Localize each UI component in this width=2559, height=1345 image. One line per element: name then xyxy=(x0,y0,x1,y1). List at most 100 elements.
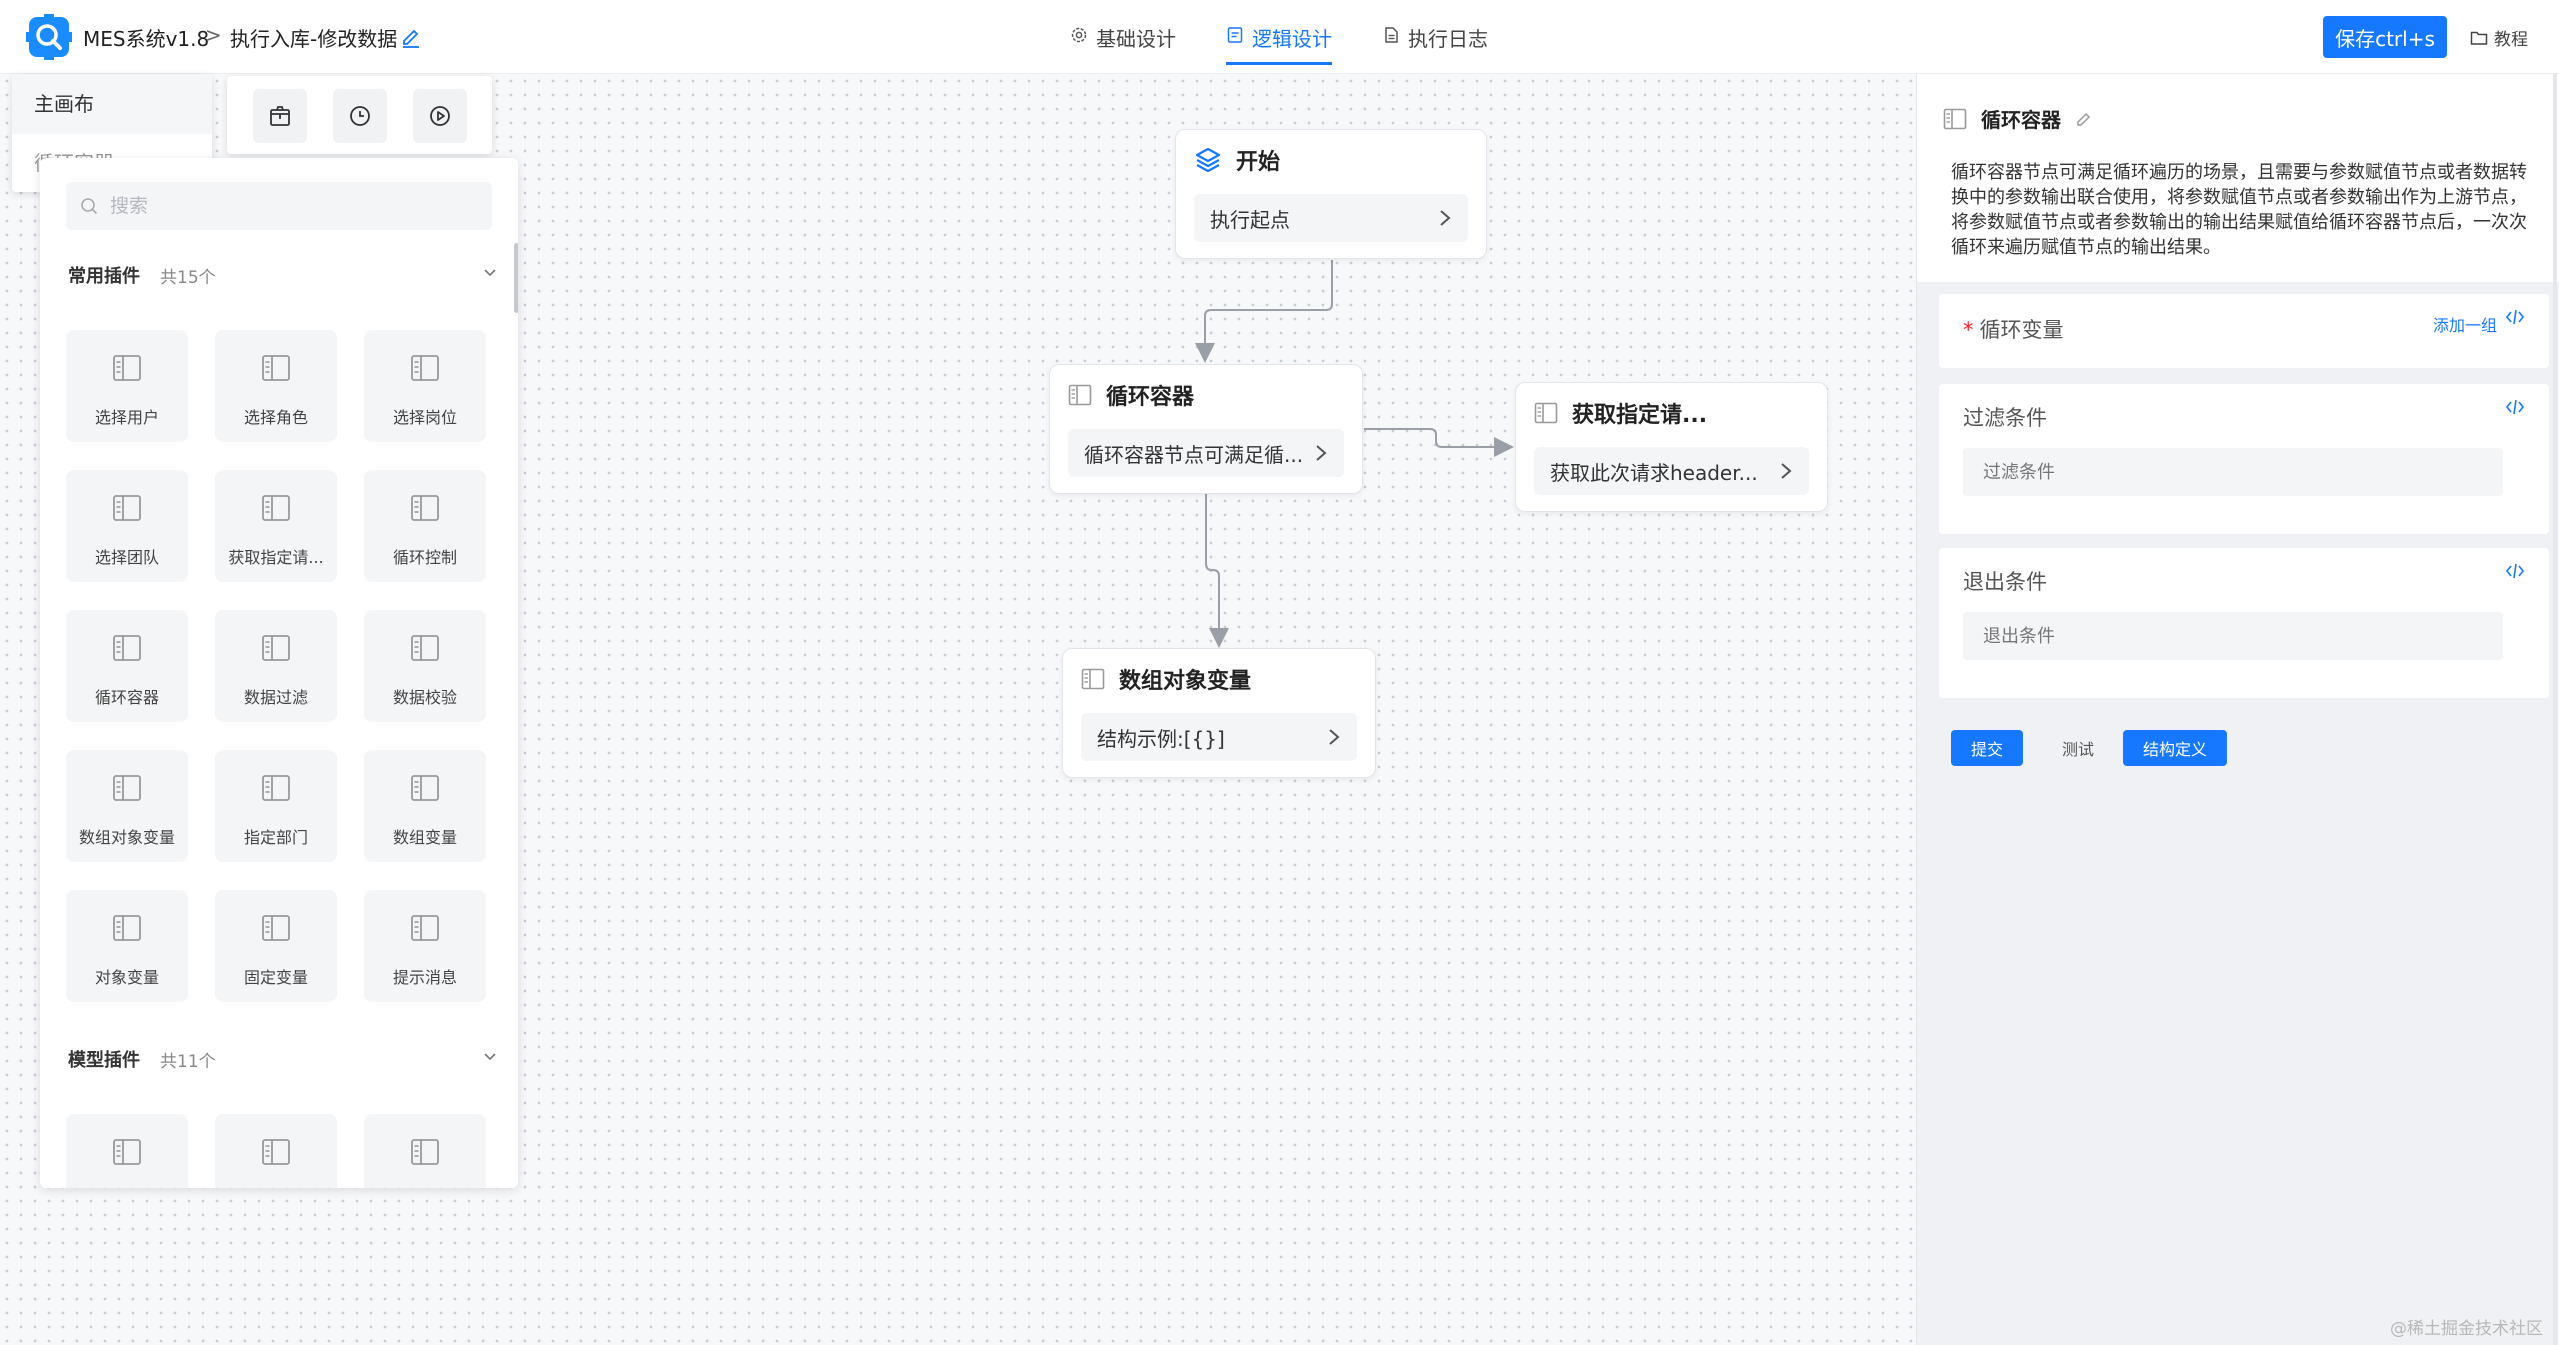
plugin-label: 选择用户 xyxy=(94,408,159,427)
tutorial-link[interactable]: 教程 xyxy=(2470,25,2528,50)
edit-icon[interactable] xyxy=(2075,110,2093,128)
code-icon[interactable] xyxy=(2505,398,2525,416)
panel-icon xyxy=(411,915,439,941)
tab-label: 逻辑设计 xyxy=(1252,27,1332,51)
plugin-card[interactable]: 数据过滤 xyxy=(215,610,337,722)
node-title: 循环容器 xyxy=(1106,385,1195,410)
tab-execution-log[interactable]: 执行日志 xyxy=(1382,23,1488,63)
panel-icon xyxy=(262,635,290,661)
filter-label: 过滤条件 xyxy=(1963,406,2047,430)
plugin-card[interactable]: 数据校验 xyxy=(364,610,486,722)
panel-icon xyxy=(411,355,439,381)
panel-icon xyxy=(411,1139,439,1165)
node-detail[interactable]: 结构示例:[{}] xyxy=(1081,713,1357,761)
plugin-card[interactable] xyxy=(66,1114,188,1188)
node-description: 循环容器节点可满足循环遍历的场景，且需要与参数赋值节点或者数据转换中的参数输出联… xyxy=(1951,162,2527,258)
submit-button[interactable]: 提交 xyxy=(1951,730,2023,766)
edit-title-icon[interactable] xyxy=(400,26,422,48)
clock-icon xyxy=(350,106,370,126)
plugin-card[interactable]: 循环容器 xyxy=(66,610,188,722)
panel-icon xyxy=(262,355,290,381)
panel-icon xyxy=(1068,384,1092,406)
plugin-card[interactable]: 选择用户 xyxy=(66,330,188,442)
chevron-right-icon xyxy=(1440,210,1451,226)
plugin-card[interactable]: 获取指定请... xyxy=(215,470,337,582)
tutorial-label: 教程 xyxy=(2494,30,2528,50)
run-button[interactable] xyxy=(413,89,467,143)
properties-title: 循环容器 xyxy=(1981,108,2061,132)
history-button[interactable] xyxy=(333,89,387,143)
section-header-common[interactable]: 常用插件 共15个 xyxy=(68,262,498,288)
node-body-text: 结构示例:[{}] xyxy=(1097,726,1225,751)
exit-section: 退出条件 xyxy=(1939,548,2549,698)
plugin-label: 选择团队 xyxy=(94,548,159,567)
filter-section: 过滤条件 xyxy=(1939,384,2549,534)
node-fetch-request[interactable]: 获取指定请... 获取此次请求header... xyxy=(1515,382,1828,512)
package-button[interactable] xyxy=(253,89,307,143)
node-body-text: 获取此次请求header... xyxy=(1550,460,1758,485)
tab-label: 执行日志 xyxy=(1408,27,1488,51)
node-array-object-variable[interactable]: 数组对象变量 结构示例:[{}] xyxy=(1062,648,1376,778)
plugin-card[interactable] xyxy=(364,1114,486,1188)
node-loop-container[interactable]: 循环容器 循环容器节点可满足循... xyxy=(1049,364,1363,494)
panel-icon xyxy=(262,915,290,941)
canvas-item-main[interactable]: 主画布 xyxy=(12,74,212,134)
plugin-card[interactable]: 对象变量 xyxy=(66,890,188,1002)
chevron-right-icon xyxy=(1781,463,1792,479)
loop-variable-label: *循环变量 xyxy=(1963,318,2064,342)
plugin-label: 循环控制 xyxy=(392,548,457,567)
panel-icon xyxy=(113,915,141,941)
plugin-search[interactable] xyxy=(66,182,492,230)
watermark: @稀土掘金技术社区 xyxy=(2390,1319,2543,1339)
save-button[interactable]: 保存ctrl+s xyxy=(2323,16,2447,58)
flow-edges xyxy=(1195,260,1514,648)
search-input[interactable] xyxy=(108,194,472,218)
panel-icon xyxy=(113,635,141,661)
section-header-model[interactable]: 模型插件 共11个 xyxy=(68,1046,498,1072)
plugin-label: 指定部门 xyxy=(243,828,308,847)
filter-input[interactable] xyxy=(1963,448,2503,496)
tab-logic-design[interactable]: 逻辑设计 xyxy=(1226,23,1332,65)
schema-definition-button[interactable]: 结构定义 xyxy=(2123,730,2227,766)
panel-icon xyxy=(113,775,141,801)
plugin-label: 固定变量 xyxy=(243,968,308,987)
properties-scrollbar[interactable] xyxy=(2553,74,2557,1345)
panel-icon xyxy=(262,1139,290,1165)
plugin-label: 数组对象变量 xyxy=(78,828,175,847)
plugin-card[interactable]: 选择团队 xyxy=(66,470,188,582)
plugin-card[interactable]: 指定部门 xyxy=(215,750,337,862)
plugin-label: 获取指定请... xyxy=(228,548,324,567)
plugin-card[interactable]: 循环控制 xyxy=(364,470,486,582)
node-start[interactable]: 开始 执行起点 xyxy=(1175,129,1487,259)
top-header: MES系统v1.8 > 执行入库-修改数据 基础设计 逻辑设计 xyxy=(0,0,2559,74)
code-icon[interactable] xyxy=(2505,562,2525,580)
edge-start-to-loop xyxy=(1195,260,1333,363)
panel-scrollbar[interactable] xyxy=(514,243,518,313)
test-button[interactable]: 测试 xyxy=(2042,730,2114,766)
plugin-label: 选择岗位 xyxy=(392,408,457,427)
panel-icon xyxy=(1943,108,1967,129)
tab-basic-design[interactable]: 基础设计 xyxy=(1070,23,1176,63)
plugin-card[interactable] xyxy=(215,1114,337,1188)
node-detail[interactable]: 执行起点 xyxy=(1194,194,1468,242)
code-icon[interactable] xyxy=(2505,308,2525,326)
node-detail[interactable]: 循环容器节点可满足循... xyxy=(1068,429,1344,477)
section-count: 共11个 xyxy=(160,1051,216,1072)
plugin-card[interactable]: 选择角色 xyxy=(215,330,337,442)
exit-input[interactable] xyxy=(1963,612,2503,660)
app-name[interactable]: MES系统v1.8 xyxy=(83,27,210,51)
plugin-card[interactable]: 选择岗位 xyxy=(364,330,486,442)
plugin-label: 选择角色 xyxy=(243,408,308,427)
add-group-link[interactable]: 添加一组 xyxy=(2432,316,2497,335)
plugin-label: 数据过滤 xyxy=(243,688,308,707)
node-detail[interactable]: 获取此次请求header... xyxy=(1534,447,1809,495)
panel-icon xyxy=(1534,402,1558,424)
plugin-card[interactable]: 数组变量 xyxy=(364,750,486,862)
plugin-card[interactable]: 数组对象变量 xyxy=(66,750,188,862)
plugin-card[interactable]: 固定变量 xyxy=(215,890,337,1002)
file-icon xyxy=(1385,27,1398,43)
plugin-card[interactable]: 提示消息 xyxy=(364,890,486,1002)
section-title: 常用插件 xyxy=(68,266,140,287)
plugin-label: 数组变量 xyxy=(392,828,457,847)
